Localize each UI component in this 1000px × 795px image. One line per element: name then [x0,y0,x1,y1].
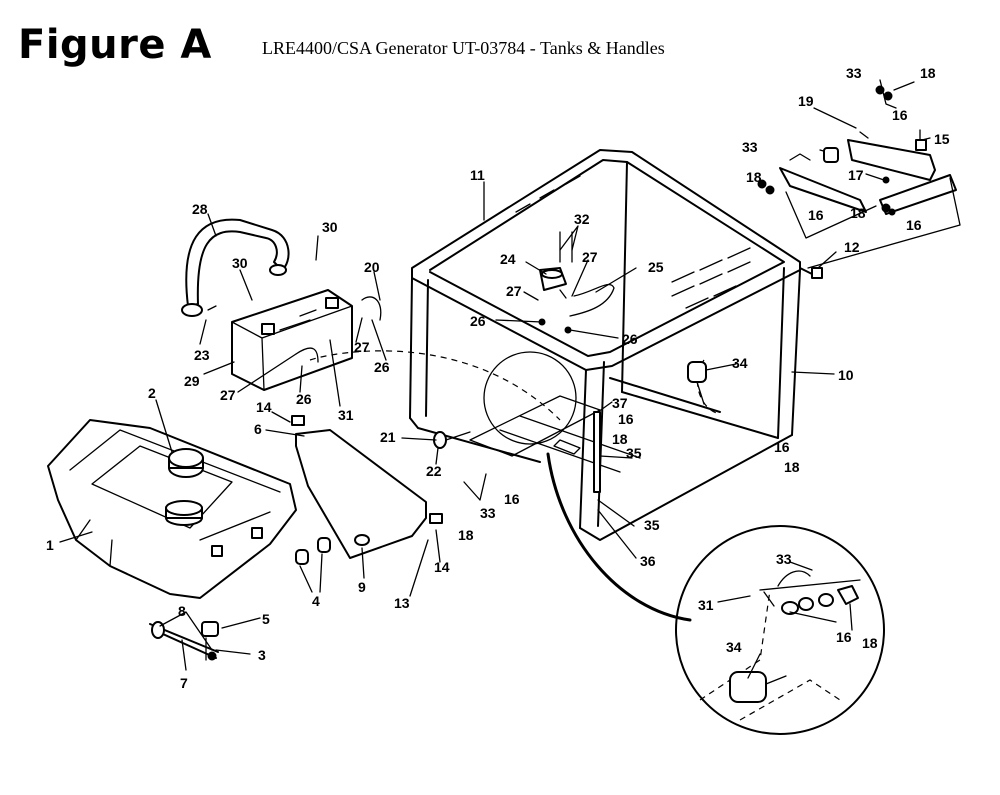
part-label-33d: 33 [776,551,792,567]
part-label-33a: 33 [846,65,862,81]
part-label-37: 37 [612,395,628,411]
part-label-34a: 34 [732,355,748,371]
part-label-18e: 18 [458,527,474,543]
plate-6 [291,415,443,559]
part-label-33c: 33 [480,505,496,521]
part-label-18d: 18 [612,431,628,447]
part-label-26d: 26 [374,359,390,375]
detail-callout [675,525,885,735]
part-label-28: 28 [192,201,208,217]
part-label-30a: 30 [322,219,338,235]
part-label-27b: 27 [506,283,522,299]
fuel-tank-1 [47,419,297,599]
part-label-21: 21 [380,429,396,445]
part-label-23: 23 [194,347,210,363]
part-label-5: 5 [262,611,270,627]
part-label-35a: 35 [626,445,642,461]
part-label-20: 20 [364,259,380,275]
battery-29 [231,289,382,391]
part-label-15: 15 [934,131,950,147]
part-label-26a: 26 [470,313,486,329]
part-label-29: 29 [184,373,200,389]
part-label-35b: 35 [644,517,660,533]
part-label-16b: 16 [808,207,824,223]
part-label-19: 19 [798,93,814,109]
part-label-30b: 30 [232,255,248,271]
part-label-31a: 31 [338,407,354,423]
frame-assembly [409,149,801,541]
part-label-36: 36 [640,553,656,569]
document-title: LRE4400/CSA Generator UT-03784 - Tanks &… [262,38,665,58]
bolt-12 [799,267,823,279]
part-label-27a: 27 [582,249,598,265]
part-label-12: 12 [844,239,860,255]
fuel-filter-34 [687,361,707,405]
part-number-labels: 1 2 3 4 5 6 7 8 9 10 11 12 13 14 14 15 1… [46,65,950,691]
part-label-27c: 27 [220,387,236,403]
part-label-16g: 16 [836,629,852,645]
part-label-18g: 18 [862,635,878,651]
part-label-4: 4 [312,593,320,609]
part-label-27d: 27 [354,339,370,355]
part-label-8: 8 [178,603,186,619]
part-label-14a: 14 [256,399,272,415]
part-label-26c: 26 [296,391,312,407]
part-label-18c: 18 [850,205,866,221]
part-label-25: 25 [648,259,664,275]
part-label-18f: 18 [784,459,800,475]
part-label-2: 2 [148,385,156,401]
part-label-3: 3 [258,647,266,663]
part-label-9: 9 [358,579,366,595]
part-label-16e: 16 [504,491,520,507]
part-label-22: 22 [426,463,442,479]
handle-28 [181,218,290,317]
part-label-10: 10 [838,367,854,383]
part-label-7: 7 [180,675,188,691]
part-label-24: 24 [500,251,516,267]
engine-mount-details [433,231,615,493]
control-panel-brackets [757,79,961,269]
part-label-11: 11 [470,167,485,183]
part-label-18b: 18 [746,169,762,185]
part-label-16a: 16 [892,107,908,123]
part-label-17: 17 [848,167,864,183]
part-label-16c: 16 [906,217,922,233]
part-label-31b: 31 [698,597,714,613]
figure-label: Figure A [18,22,212,68]
part-label-34b: 34 [726,639,742,655]
rubber-feet-4 [295,537,331,565]
part-label-18a: 18 [920,65,936,81]
part-label-6: 6 [254,421,262,437]
wire-routing [309,350,721,622]
part-label-26b: 26 [622,331,638,347]
part-label-13: 13 [394,595,410,611]
part-label-1: 1 [46,537,54,553]
leader-lines [59,81,931,679]
part-label-14b: 14 [434,559,450,575]
part-label-16d: 16 [618,411,634,427]
part-label-33b: 33 [742,139,758,155]
part-label-32: 32 [574,211,590,227]
part-label-16f: 16 [774,439,790,455]
